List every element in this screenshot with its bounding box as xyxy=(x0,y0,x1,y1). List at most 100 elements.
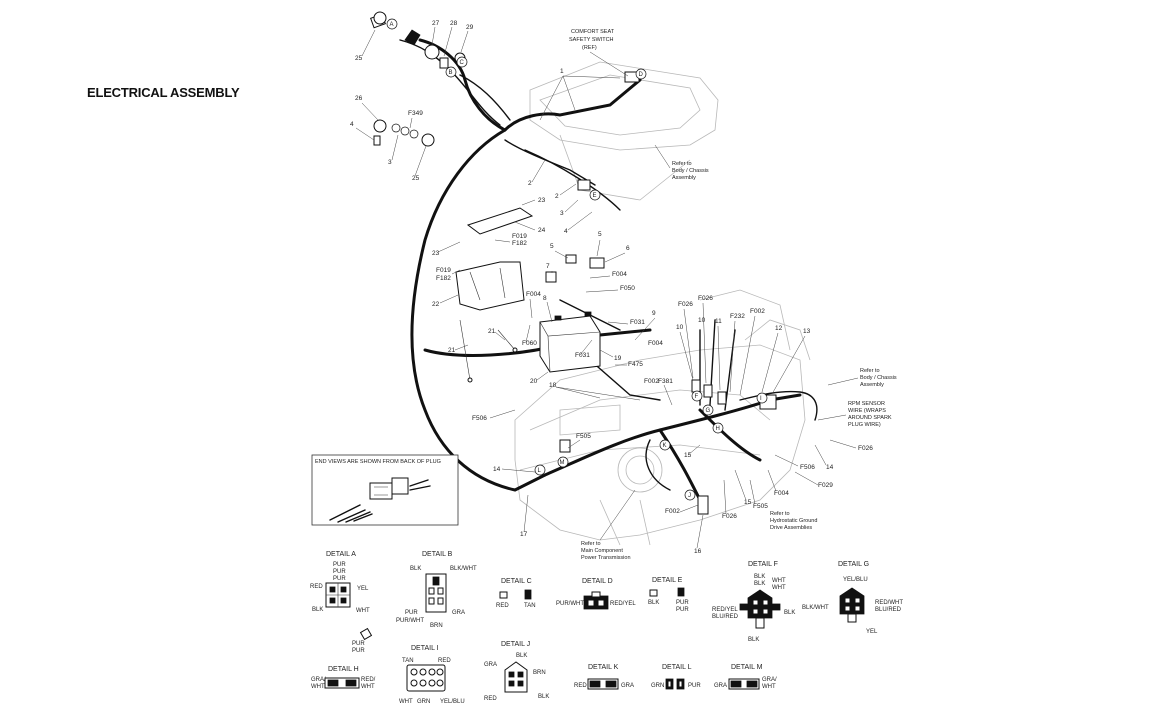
svg-text:Drive Assemblies: Drive Assemblies xyxy=(770,525,812,531)
svg-text:YEL: YEL xyxy=(357,586,369,592)
svg-text:RED: RED xyxy=(496,603,509,609)
svg-text:RED: RED xyxy=(574,683,587,689)
svg-text:DETAIL F: DETAIL F xyxy=(748,561,778,568)
svg-text:A: A xyxy=(390,22,394,28)
svg-text:DETAIL J: DETAIL J xyxy=(501,641,530,648)
svg-text:F031: F031 xyxy=(630,319,645,326)
svg-text:DETAIL E: DETAIL E xyxy=(652,577,683,584)
svg-text:6: 6 xyxy=(626,245,630,252)
detail-j: DETAIL J BLK GRA BRN RED BLK xyxy=(484,641,549,702)
detail-a: DETAIL A PUR PUR PUR RED YEL BLK WHT xyxy=(310,551,370,614)
svg-text:Body / Chassis: Body / Chassis xyxy=(860,375,897,381)
svg-text:PUR: PUR xyxy=(352,641,365,647)
svg-text:YEL/BLU: YEL/BLU xyxy=(843,577,868,583)
svg-text:WHT: WHT xyxy=(772,585,786,591)
svg-text:D: D xyxy=(639,72,644,78)
svg-text:BLK/WHT: BLK/WHT xyxy=(450,566,477,572)
svg-text:F002: F002 xyxy=(750,308,765,315)
svg-text:27: 27 xyxy=(432,20,440,27)
svg-text:F349: F349 xyxy=(408,110,423,117)
svg-text:Assembly: Assembly xyxy=(672,175,696,181)
svg-text:RED/: RED/ xyxy=(361,677,376,683)
svg-text:DETAIL M: DETAIL M xyxy=(731,664,763,671)
wiring-harness xyxy=(399,38,818,502)
svg-text:GRA/: GRA/ xyxy=(762,677,777,683)
svg-text:WHT: WHT xyxy=(762,684,776,690)
svg-text:7: 7 xyxy=(546,263,550,270)
svg-text:DETAIL H: DETAIL H xyxy=(328,666,359,673)
svg-text:14: 14 xyxy=(826,464,834,471)
svg-text:2: 2 xyxy=(528,180,532,187)
svg-text:24: 24 xyxy=(538,227,546,234)
svg-text:F031: F031 xyxy=(575,352,590,359)
part-number-labels: 25 27 28 29 26 4 F349 3 25 1 2 2 3 4 23 … xyxy=(350,20,873,555)
callout-letters: A B C D E F G H I J K L M xyxy=(386,18,768,501)
svg-text:BRN: BRN xyxy=(430,623,443,629)
svg-text:F002: F002 xyxy=(644,378,659,385)
svg-text:19: 19 xyxy=(614,355,622,362)
svg-text:DETAIL I: DETAIL I xyxy=(411,645,439,652)
svg-text:WHT: WHT xyxy=(399,699,413,705)
detail-l: DETAIL L GRN PUR xyxy=(651,664,701,690)
svg-text:F004: F004 xyxy=(526,291,541,298)
svg-text:DETAIL A: DETAIL A xyxy=(326,551,356,558)
svg-text:10: 10 xyxy=(698,317,706,324)
svg-text:13: 13 xyxy=(803,328,811,335)
svg-text:Refer to: Refer to xyxy=(581,541,601,547)
svg-text:WHT: WHT xyxy=(772,578,786,584)
svg-text:RED: RED xyxy=(438,658,451,664)
svg-text:F004: F004 xyxy=(648,340,663,347)
detail-g: DETAIL G YEL/BLU BLK/WHT RED/WHT BLU/RED… xyxy=(802,561,903,635)
svg-text:BRN: BRN xyxy=(533,670,546,676)
svg-text:BLU/RED: BLU/RED xyxy=(712,614,739,620)
svg-text:RED/YEL: RED/YEL xyxy=(610,601,636,607)
svg-text:1: 1 xyxy=(560,68,564,75)
svg-text:F019: F019 xyxy=(512,233,527,240)
detail-c: DETAIL C RED TAN xyxy=(496,578,536,609)
svg-text:I: I xyxy=(760,396,762,402)
svg-text:COMFORT SEAT: COMFORT SEAT xyxy=(571,29,615,35)
svg-text:F506: F506 xyxy=(800,464,815,471)
svg-text:RED/WHT: RED/WHT xyxy=(875,600,903,606)
detail-k: DETAIL K RED GRA xyxy=(574,664,634,690)
svg-text:BLK: BLK xyxy=(784,610,795,616)
svg-text:17: 17 xyxy=(520,531,528,538)
svg-text:26: 26 xyxy=(355,95,363,102)
svg-text:PUR: PUR xyxy=(688,683,701,689)
svg-text:18: 18 xyxy=(549,382,557,389)
svg-text:L: L xyxy=(538,468,542,474)
svg-text:PUR: PUR xyxy=(352,648,365,654)
svg-text:Refer to: Refer to xyxy=(860,368,880,374)
svg-text:20: 20 xyxy=(530,378,538,385)
svg-text:PUR: PUR xyxy=(676,600,689,606)
svg-text:G: G xyxy=(706,408,711,414)
svg-text:F029: F029 xyxy=(818,482,833,489)
svg-text:F182: F182 xyxy=(436,275,451,282)
svg-text:GRN: GRN xyxy=(417,699,430,705)
svg-text:F004: F004 xyxy=(612,271,627,278)
end-view-inset: END VIEWS ARE SHOWN FROM BACK OF PLUG xyxy=(311,454,459,526)
svg-text:Main Component: Main Component xyxy=(581,548,623,554)
svg-text:GRA: GRA xyxy=(484,662,497,668)
svg-text:21: 21 xyxy=(488,328,496,335)
svg-text:DETAIL C: DETAIL C xyxy=(501,578,532,585)
svg-text:WIRE (WRAPS: WIRE (WRAPS xyxy=(848,408,886,414)
svg-text:PLUG WIRE): PLUG WIRE) xyxy=(848,422,881,428)
detail-b: DETAIL B BLK BLK/WHT PUR PUR/WHT BRN GRA xyxy=(396,551,477,629)
svg-text:10: 10 xyxy=(676,324,684,331)
svg-text:21: 21 xyxy=(448,347,456,354)
chassis-frame xyxy=(514,61,811,546)
detail-m: DETAIL M GRA GRA/ WHT xyxy=(714,664,777,690)
svg-text:F019: F019 xyxy=(436,267,451,274)
svg-text:PUR: PUR xyxy=(405,610,418,616)
svg-text:PUR: PUR xyxy=(333,562,346,568)
svg-text:(REF): (REF) xyxy=(582,45,597,51)
svg-text:GRN: GRN xyxy=(651,683,664,689)
svg-text:BLK: BLK xyxy=(648,600,659,606)
svg-text:C: C xyxy=(460,60,465,66)
svg-text:Refer to: Refer to xyxy=(672,161,692,167)
svg-text:5: 5 xyxy=(598,231,602,238)
svg-text:F506: F506 xyxy=(472,415,487,422)
svg-text:F026: F026 xyxy=(858,445,873,452)
